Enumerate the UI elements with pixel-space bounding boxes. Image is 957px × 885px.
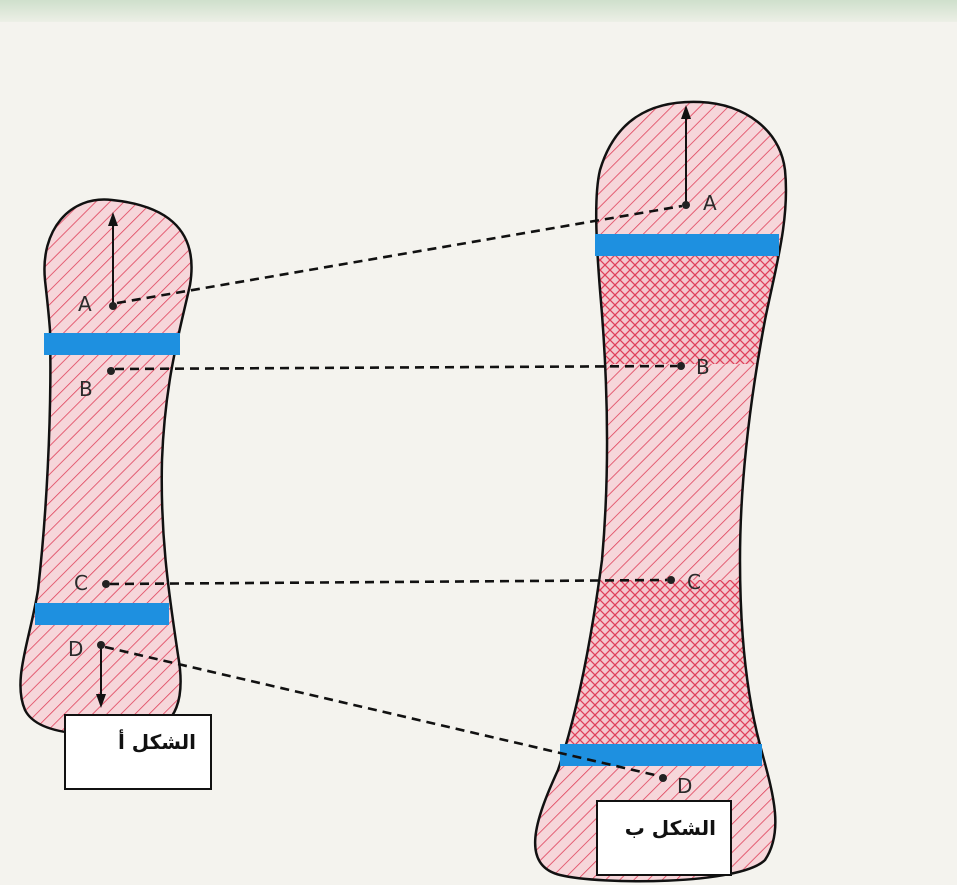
- label-b-fig-a: B: [79, 377, 93, 401]
- point-d-fig-b: [659, 774, 667, 782]
- label-b-fig-b: B: [696, 355, 710, 379]
- point-d-fig-a: [97, 641, 105, 649]
- label-c-fig-a: C: [74, 571, 88, 595]
- growth-band-a-bottom: [35, 603, 169, 625]
- point-b-fig-b: [677, 362, 685, 370]
- growth-band-b-bottom: [560, 744, 762, 766]
- label-a-fig-a: A: [78, 292, 92, 316]
- growth-band-b-top: [595, 234, 779, 256]
- point-b-fig-a: [107, 367, 115, 375]
- label-d-fig-b: D: [677, 774, 692, 798]
- bone-a: A B C D: [0, 180, 230, 760]
- point-c-fig-b: [667, 576, 675, 584]
- caption-a: الشكل أ: [118, 730, 196, 754]
- label-a-fig-b: A: [703, 191, 717, 215]
- point-c-fig-a: [102, 580, 110, 588]
- point-a-fig-a: [109, 302, 117, 310]
- dashed-line-b: [115, 366, 677, 369]
- caption-box-b: الشكل ب: [596, 800, 732, 876]
- caption-b: الشكل ب: [625, 816, 716, 840]
- point-a-fig-b: [682, 201, 690, 209]
- dashed-line-c: [110, 580, 667, 584]
- label-c-fig-b: C: [687, 570, 701, 594]
- label-d-fig-a: D: [68, 637, 83, 661]
- growth-band-a-top: [44, 333, 180, 355]
- caption-box-a: الشكل أ: [64, 714, 212, 790]
